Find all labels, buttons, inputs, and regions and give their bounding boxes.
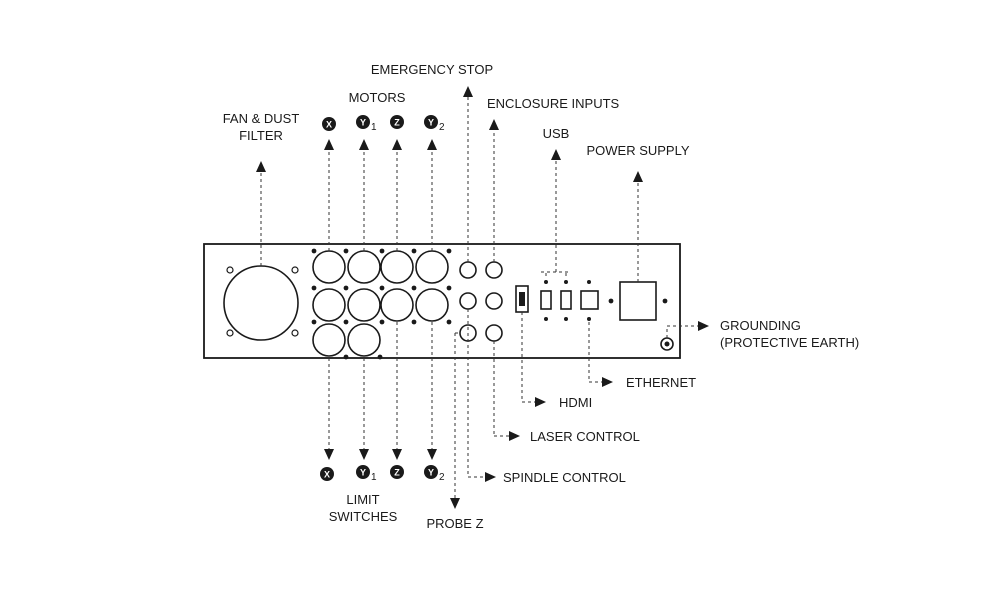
limit-axis-x-letter: X — [324, 470, 330, 480]
limit-y1-connector — [347, 288, 381, 322]
limit-axis-x-badge — [320, 467, 334, 481]
extra-connector — [347, 323, 381, 357]
limit-axis-z-letter: Z — [394, 468, 400, 478]
emergency-stop-port — [459, 261, 477, 279]
fan-screw-hole — [291, 329, 299, 337]
motor-y1-connector — [347, 250, 381, 284]
enclosure-input-port — [485, 261, 503, 279]
label-emergency-stop: EMERGENCY STOP — [371, 62, 493, 77]
label-spindle-control: SPINDLE CONTROL — [503, 470, 626, 485]
callout-labels: EMERGENCY STOP MOTORS ENCLOSURE INPUTS F… — [223, 62, 859, 531]
limit-axis-y1-letter: Y — [360, 468, 366, 478]
fan-opening — [223, 265, 299, 341]
extra-connector — [312, 323, 346, 357]
motor-x-connector — [312, 250, 346, 284]
power-supply-socket — [619, 281, 657, 321]
ethernet-port — [580, 280, 599, 321]
limit-axis-y2-subscript: 2 — [439, 472, 445, 483]
axis-y1-letter: Y — [360, 118, 366, 128]
label-grounding-line2: (PROTECTIVE EARTH) — [720, 335, 859, 350]
usb-port-1 — [540, 290, 552, 310]
axis-z-letter: Z — [394, 118, 400, 128]
motor-y2-connector — [415, 250, 449, 284]
fan-port — [223, 265, 299, 341]
ethernet-socket — [580, 290, 599, 310]
grounding-terminal — [660, 337, 674, 351]
limit-axis-z-badge — [390, 465, 404, 479]
small-ports — [459, 261, 503, 342]
limit-axis-y2-badge — [424, 465, 438, 479]
fan-screw-hole — [226, 266, 234, 274]
fan-screw-hole — [226, 329, 234, 337]
axis-y2-subscript: 2 — [439, 122, 445, 133]
usb-ports — [540, 280, 572, 321]
motor-connectors — [311, 248, 452, 360]
limit-y2-connector — [415, 288, 449, 322]
leader-lines — [256, 86, 709, 509]
label-limit-switches-line2: SWITCHES — [329, 509, 398, 524]
hdmi-port — [515, 285, 529, 313]
label-grounding-line1: GROUNDING — [720, 318, 801, 333]
laser-control-port — [485, 292, 503, 310]
fan-screw-hole — [291, 266, 299, 274]
label-laser-control: LASER CONTROL — [530, 429, 640, 444]
label-hdmi: HDMI — [559, 395, 592, 410]
axis-y2-letter: Y — [428, 118, 434, 128]
label-power-supply: POWER SUPPLY — [586, 143, 689, 158]
power-supply-port — [608, 281, 668, 321]
axis-y1-subscript: 1 — [371, 122, 377, 133]
label-fan-dust-filter-line1: FAN & DUST — [223, 111, 300, 126]
axis-z-badge — [390, 115, 404, 129]
limit-axis-y1-badge — [356, 465, 370, 479]
label-motors: MOTORS — [349, 90, 406, 105]
motor-axis-symbols: X Y 1 Z Y 2 — [322, 115, 445, 133]
axis-x-badge — [322, 117, 336, 131]
axis-x-letter: X — [326, 120, 332, 130]
motor-z-connector — [380, 250, 414, 284]
axis-y2-badge — [424, 115, 438, 129]
limit-axis-y2-letter: Y — [428, 468, 434, 478]
hdmi-pins — [519, 292, 525, 306]
label-limit-switches-line1: LIMIT — [346, 492, 379, 507]
limit-x-connector — [312, 288, 346, 322]
spindle-control-port — [459, 292, 477, 310]
axis-y1-badge — [356, 115, 370, 129]
label-ethernet: ETHERNET — [626, 375, 696, 390]
limit-axis-y1-subscript: 1 — [371, 472, 377, 483]
label-enclosure-inputs: ENCLOSURE INPUTS — [487, 96, 620, 111]
laser-control-lower-port — [485, 324, 503, 342]
limit-axis-symbols: X Y 1 Z Y 2 — [320, 465, 445, 483]
ground-stud — [664, 341, 670, 347]
label-probe-z: PROBE Z — [426, 516, 483, 531]
label-fan-dust-filter-line2: FILTER — [239, 128, 283, 143]
usb-port-2 — [560, 290, 572, 310]
label-usb: USB — [543, 126, 570, 141]
limit-z-connector — [380, 288, 414, 322]
